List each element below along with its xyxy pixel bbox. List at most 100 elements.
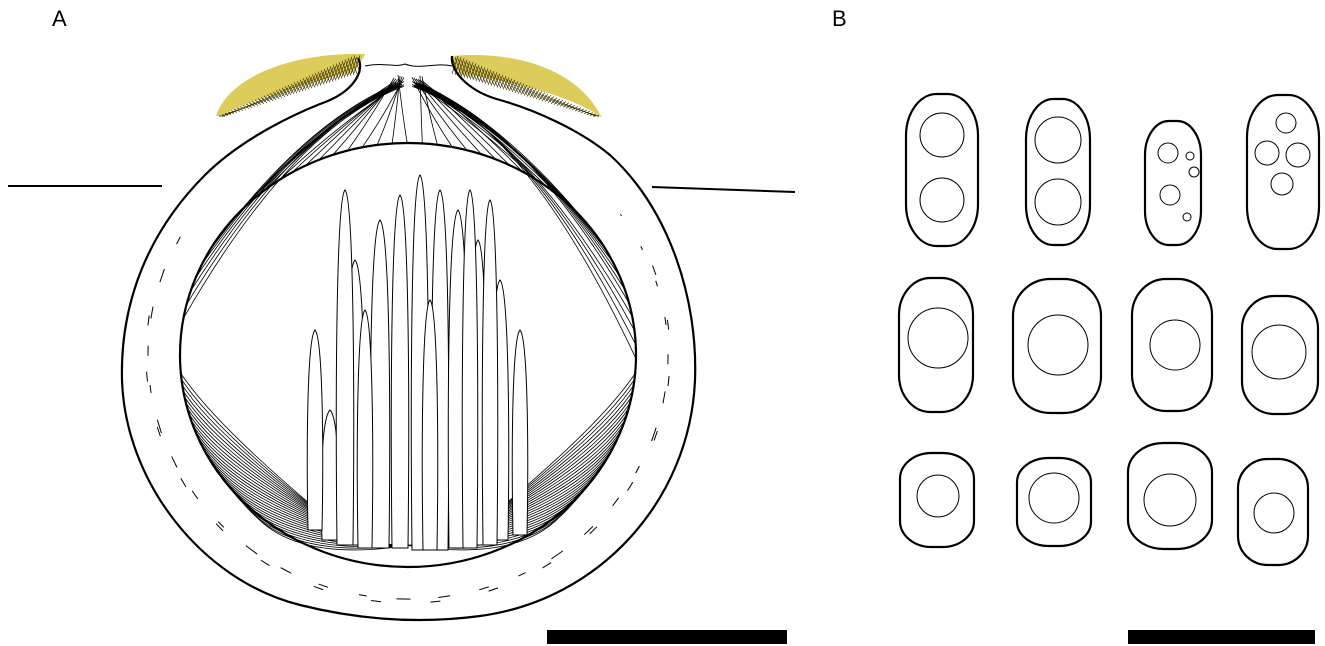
spore-wall [1238,459,1308,565]
ascus [512,330,527,535]
periphysis-line [416,86,636,344]
ascus [391,195,408,548]
ascospore [1145,121,1201,245]
spore-guttule [1035,117,1081,163]
spore-guttule [1252,325,1306,379]
ascus [357,310,372,548]
ascospore [1017,458,1091,546]
spore-guttule [1035,179,1081,225]
wall-dash [430,601,440,602]
ascospore [900,453,974,547]
wall-dash [665,317,666,325]
ascospore [1132,279,1212,411]
spore-wall [900,453,974,547]
wall-dash [652,265,655,274]
periphysis-line [191,86,400,291]
wall-dash [667,320,668,330]
scale-bar-a [547,630,787,644]
ascospore [1238,459,1308,565]
spore-guttule [1189,167,1199,177]
wall-dash [151,307,153,319]
ascospore [899,278,973,412]
wall-dash [147,372,148,382]
wall-dash [177,237,181,244]
ascospores-panel [899,94,1319,565]
ascospore [1026,99,1090,245]
spore-guttule [1254,493,1294,533]
wall-dash [584,526,593,534]
wall-dash [216,524,223,531]
spore-wall [1128,443,1212,549]
wall-dash [281,568,292,574]
asci-cluster [307,175,527,550]
ascus [482,200,497,545]
spore-guttule [1271,173,1293,195]
ascus [462,190,477,548]
periphysis-line [184,86,405,318]
spore-wall [906,94,978,246]
ascospore [1242,296,1318,414]
spore-wall [899,278,973,412]
scale-bar-b [1128,630,1315,644]
spore-guttule [1029,473,1079,523]
wall-dash [489,588,498,591]
ascus [307,330,322,530]
wall-dash [438,596,450,598]
wall-dash [543,563,551,568]
wall-dash [518,573,525,577]
spore-guttule [920,178,964,222]
spore-guttule [1276,113,1296,133]
ostiole-top [365,64,452,66]
spore-wall [1017,458,1091,546]
wall-dash [668,376,669,386]
spore-wall [1026,99,1090,245]
wall-dash [246,546,257,554]
ascospore [1013,279,1101,413]
wall-dash [652,428,657,441]
spore-guttule [920,113,964,157]
ascospore [906,94,978,246]
spore-guttule [1160,185,1180,205]
spore-guttule [1186,152,1194,160]
spore-guttule [917,475,959,517]
spore-guttule [908,308,968,368]
wall-dash [261,560,269,565]
host-surface-right [652,187,795,192]
spore-guttule [1144,474,1196,526]
wall-dash [663,391,665,403]
ascus [370,220,389,548]
wall-dash [148,316,149,326]
wall-dash [160,269,165,282]
wall-dash [628,482,633,490]
perithecium-section [8,54,795,620]
wall-dash [613,498,619,506]
wall-dash [319,584,328,587]
periphysis-line [279,81,404,180]
ascospore [1247,95,1319,249]
wall-dash [479,587,489,590]
wall-dash [172,457,177,468]
wall-dash [371,601,381,602]
wall-dash [620,214,621,216]
spore-wall [1242,296,1318,414]
wall-dash [551,551,562,559]
spore-guttule [1028,315,1088,375]
wall-dash [181,478,186,487]
wall-dash [192,491,198,499]
spore-guttule [1183,213,1191,221]
ascospore [1128,443,1212,549]
ascus [422,300,437,550]
wall-dash [314,586,323,589]
spore-wall [1145,121,1201,245]
spore-guttule [1255,141,1279,165]
wall-dash [641,246,643,250]
wall-dash [656,281,658,287]
spore-guttule [1150,320,1200,370]
spore-wall [1247,95,1319,249]
wall-dash [636,466,640,473]
spore-guttule [1286,143,1310,167]
periphysis-line [187,86,402,304]
wall-dash [150,385,151,393]
wall-dash [359,595,367,596]
